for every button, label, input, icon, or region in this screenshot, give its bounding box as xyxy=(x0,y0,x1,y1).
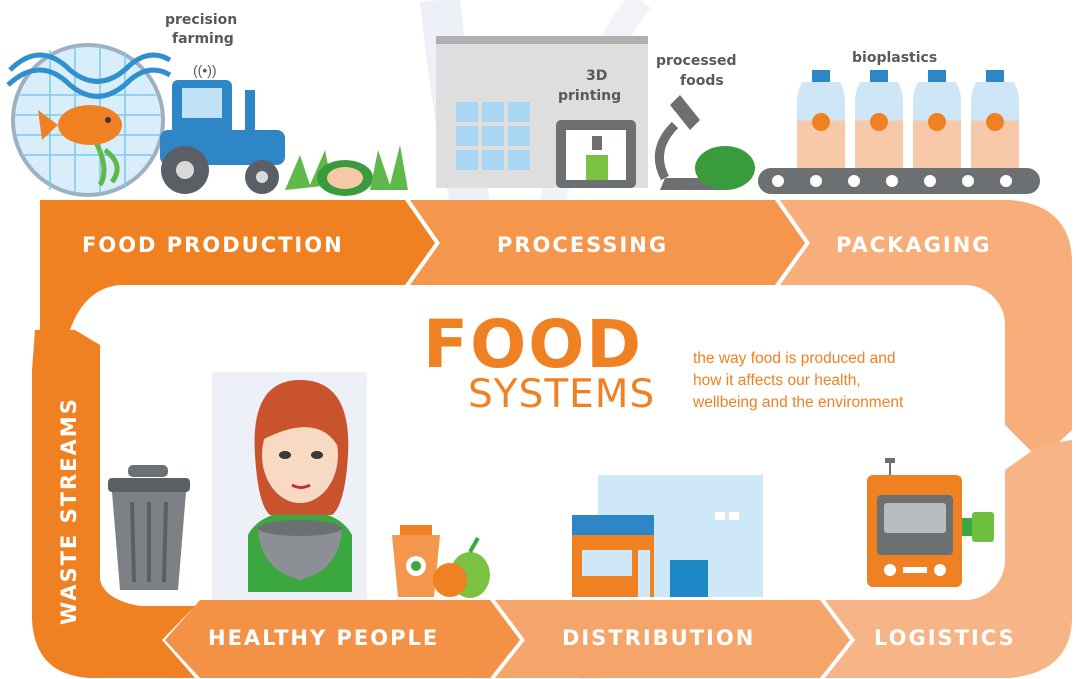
label-foods: foods xyxy=(680,73,724,89)
label-packaging: PACKAGING xyxy=(836,233,992,257)
bottles-icon xyxy=(797,70,1019,168)
label-printing: printing xyxy=(558,88,621,104)
label-processed: processed xyxy=(656,53,737,69)
signal-icon: ((•)) xyxy=(193,62,217,78)
title-food: FOOD xyxy=(423,306,643,383)
title-systems: SYSTEMS xyxy=(468,372,655,417)
label-distribution: DISTRIBUTION xyxy=(562,626,755,650)
vegetables-icon xyxy=(285,145,408,196)
label-processing: PROCESSING xyxy=(497,233,668,257)
trash-bin-icon xyxy=(108,465,190,590)
waste-streams-segment xyxy=(32,330,195,678)
label-3d: 3D xyxy=(586,68,607,84)
tractor-icon xyxy=(160,80,285,194)
processing-segment xyxy=(410,200,805,285)
label-bioplastics: bioplastics xyxy=(852,50,937,66)
packaging-segment xyxy=(780,200,1072,460)
label-farming: farming xyxy=(172,31,234,47)
logistics-segment xyxy=(825,440,1072,678)
label-precision: precision xyxy=(165,12,237,28)
fish-net-icon xyxy=(6,43,172,197)
cup-icon xyxy=(392,525,440,597)
cycle-band xyxy=(32,200,1072,678)
conveyor-icon xyxy=(758,168,1040,194)
fruit-icon xyxy=(433,537,490,598)
3d-printer-icon xyxy=(556,120,636,188)
truck-icon xyxy=(867,458,994,587)
food-production-segment xyxy=(40,200,435,330)
label-healthy-people: HEALTHY PEOPLE xyxy=(208,626,439,650)
label-waste-streams: WASTE STREAMS xyxy=(57,397,81,625)
description-line-3: wellbeing and the environment xyxy=(692,394,904,411)
label-logistics: LOGISTICS xyxy=(874,626,1016,650)
distribution-segment xyxy=(495,600,850,678)
description-line-2: how it affects our health, xyxy=(693,372,861,389)
label-food-production: FOOD PRODUCTION xyxy=(82,233,344,257)
description-line-1: the way food is produced and xyxy=(693,350,896,367)
microscope-icon xyxy=(654,95,755,190)
woman-icon xyxy=(212,372,367,600)
shop-icon xyxy=(572,475,763,597)
healthy-people-segment xyxy=(165,600,520,678)
